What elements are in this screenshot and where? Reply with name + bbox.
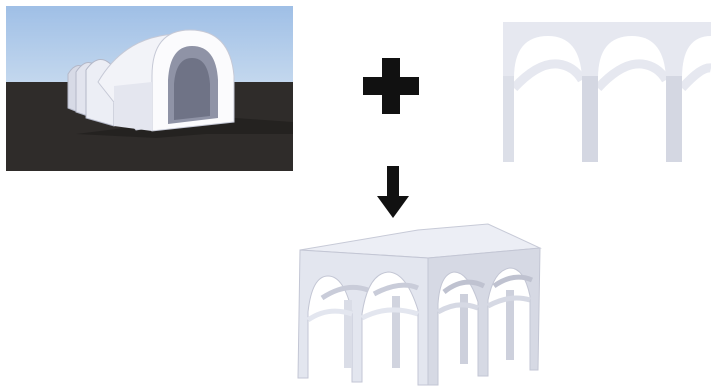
plus-symbol (360, 55, 422, 117)
barrel-vault-render (6, 6, 293, 171)
plus-icon (360, 55, 422, 117)
barrel-vault-render-icon (6, 6, 293, 171)
down-arrow (376, 164, 410, 220)
arrow-down-icon (376, 164, 410, 220)
arched-pavilion-render (288, 220, 544, 387)
arcade-wall-render-icon (498, 16, 711, 162)
arched-pavilion-render-icon (288, 220, 544, 387)
arcade-wall-render (498, 16, 711, 162)
